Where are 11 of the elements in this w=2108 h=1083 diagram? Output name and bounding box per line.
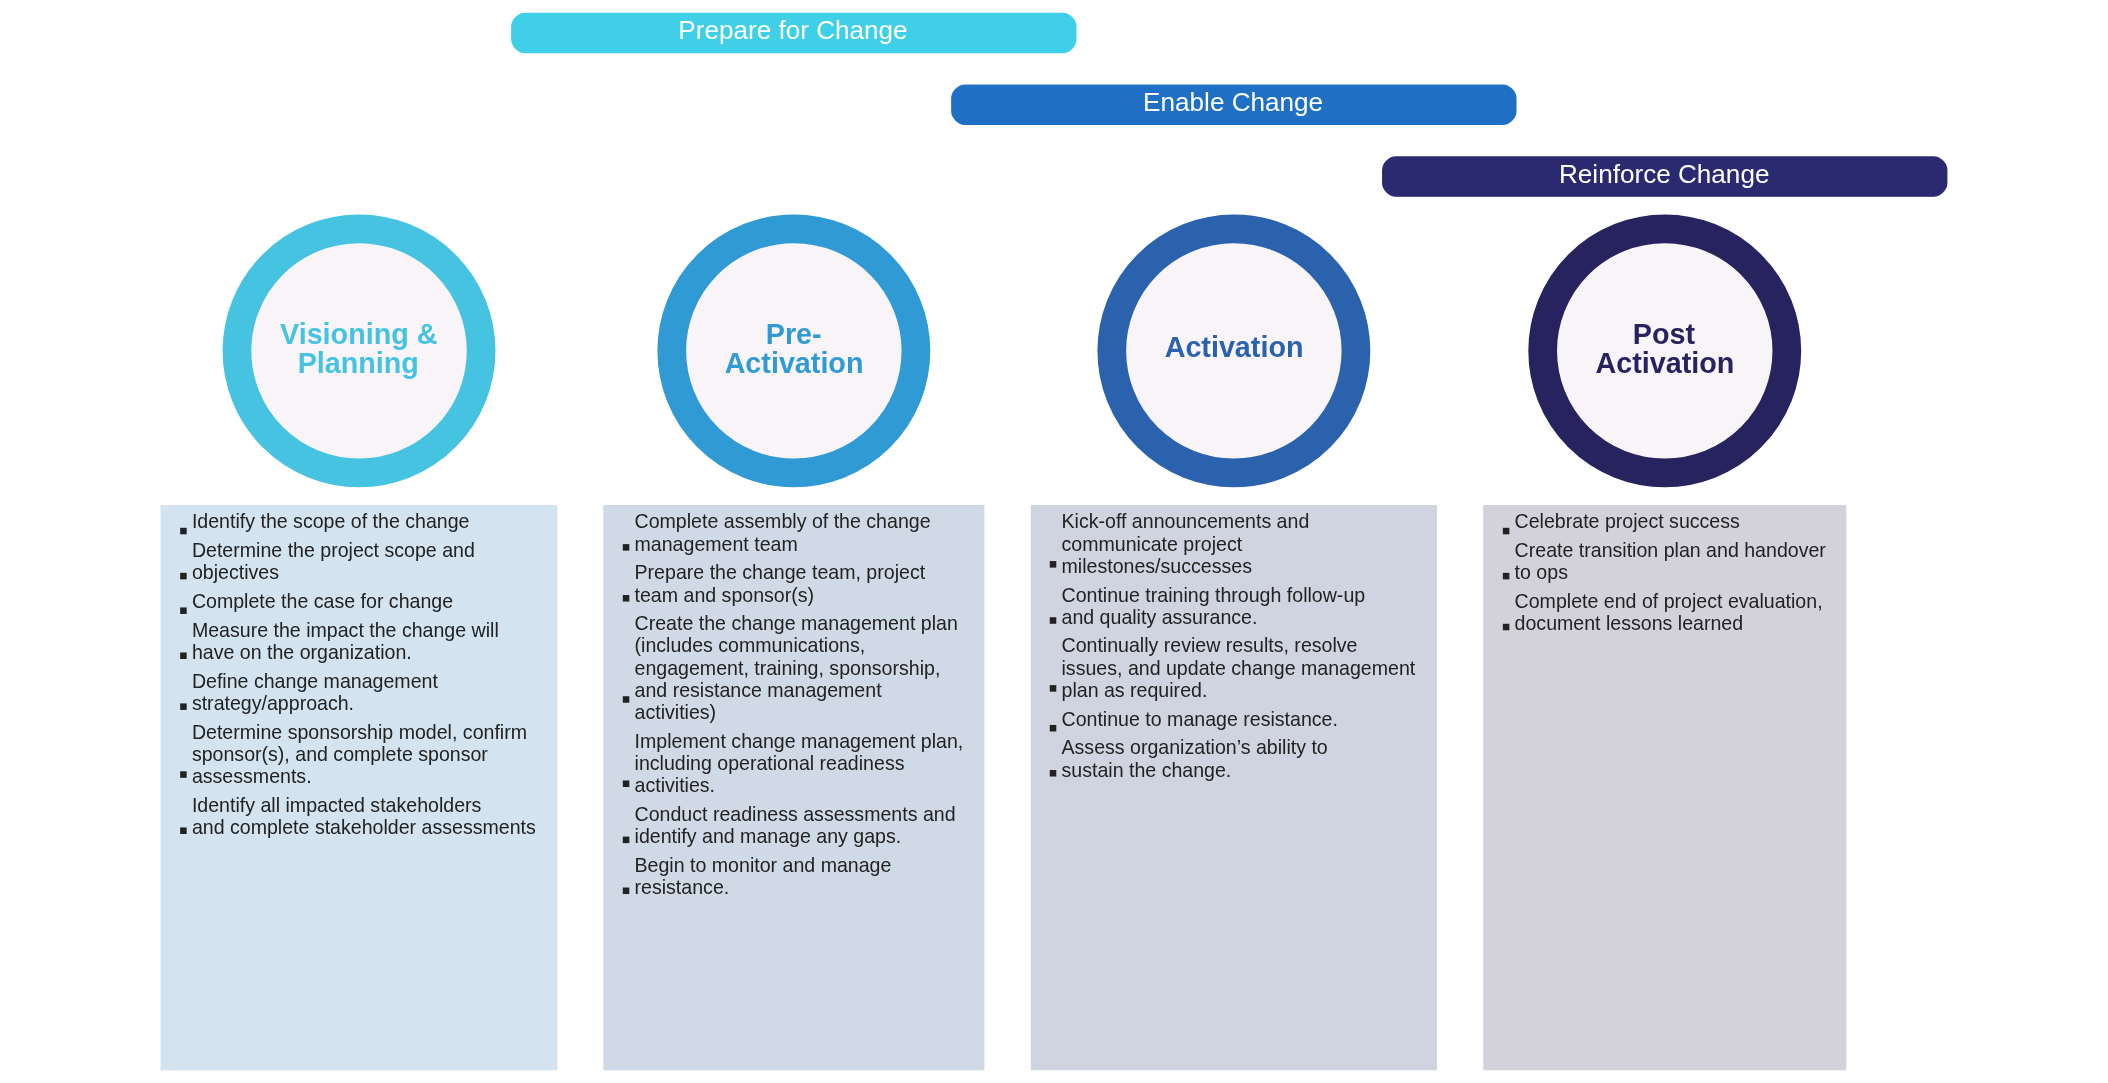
node-box: Reinforce Change <box>1382 156 1948 197</box>
node-box: Enable Change <box>951 84 1517 125</box>
node-box: Celebrate project success Create transition plan and handover to ops Complete end of project evaluation, document lessons learned <box>1483 504 1847 1071</box>
node-circle: Visioning & Planning <box>222 214 496 488</box>
node-box: Complete assembly of the change management team Prepare the change team, project team and sponsor(s) Create the change management plan (includes communications, engagement, training, sponsorship, and resistance management activities) Implement change management plan, including operational readiness activities. Conduct readiness assessments and identify and manage any gaps. Begin to monitor and manage resistance. <box>603 504 985 1071</box>
node-circle: Post Activation <box>1528 214 1802 488</box>
node-box: Kick-off announcements and communicate project milestones/successes Continue training through follow-up and quality assurance. Continually review results, resolve issues, and update change management plan as required. Continue to manage resistance. Assess organization’s ability to sustain the change. <box>1030 504 1437 1071</box>
node-box: Prepare for Change <box>511 12 1077 54</box>
node-circle: Pre-Activation <box>657 214 931 488</box>
node-circle: Activation <box>1097 214 1371 488</box>
node-box: Identify the scope of the change Determine the project scope and objectives Complete the case for change Measure the impact the change will have on the organization. Define change management strategy/approach. Determine sponsorship model, confirm sponsor(s), and complete sponsor assessments. Identify all impacted stakeholders and complete stakeholder assessments <box>160 504 558 1071</box>
